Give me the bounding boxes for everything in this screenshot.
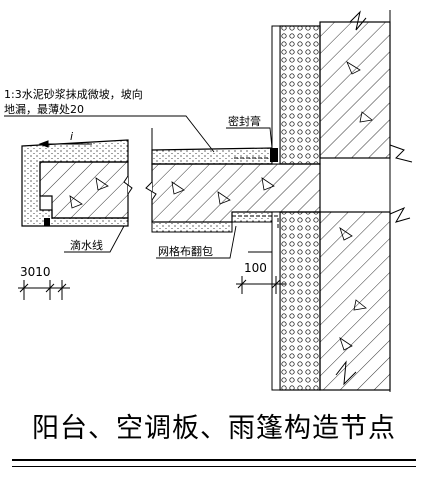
sealant-label: 密封膏: [228, 114, 261, 128]
caption-underline-thick: [12, 459, 416, 461]
sealant-block: [270, 148, 278, 162]
slope-symbol-label: i: [70, 130, 73, 143]
dim-100-label: 100: [244, 261, 267, 275]
insulation-lower: [271, 211, 321, 391]
drip-line-label: 滴水线: [70, 238, 103, 252]
slope-arrow: [38, 140, 92, 148]
break-lines: [335, 10, 413, 392]
dimension-100: [236, 276, 286, 294]
construction-detail-drawing: i 1:3水泥砂浆抹成微坡，坡向 地漏，最薄处20 密封膏 滴水线 网格布翻包 …: [4, 10, 413, 392]
mortar-note-line2: 地漏，最薄处20: [4, 102, 84, 116]
dimension-30-10: [18, 280, 70, 300]
mesh-wrap-label: 网格布翻包: [158, 244, 213, 258]
dim-30-10-label: 3010: [20, 265, 51, 279]
drip-groove: [44, 218, 50, 226]
leader-lines: [4, 115, 273, 259]
mortar-layer: [21, 139, 281, 233]
insulation-upper: [271, 25, 321, 165]
slab-break: [123, 128, 157, 226]
mortar-note-line1: 1:3水泥砂浆抹成微坡，坡向: [4, 87, 143, 101]
lower-wall: [319, 211, 391, 391]
caption-underline-thin: [12, 466, 416, 467]
upper-wall: [319, 21, 391, 159]
mesh-lines: [232, 148, 279, 228]
caption-title: 阳台、空调板、雨篷构造节点: [32, 413, 396, 444]
